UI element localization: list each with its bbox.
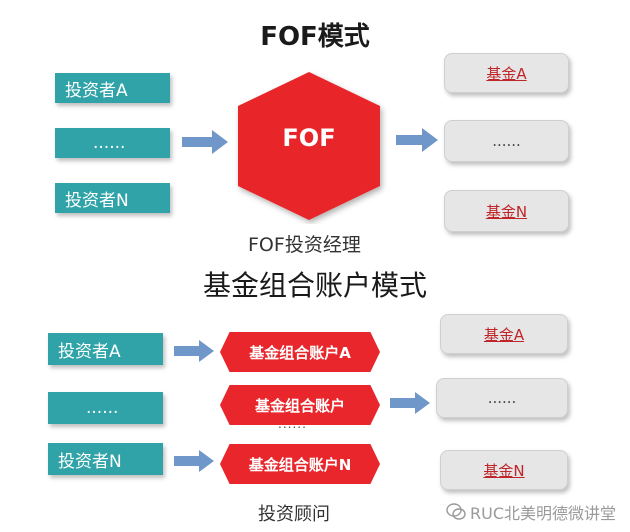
arrow-right-icon: [174, 340, 214, 362]
account-investor-dots: ......: [48, 392, 163, 424]
account-middle-dots: ......: [278, 417, 307, 431]
account-investor-n: 投资者N: [48, 443, 163, 475]
fof-investor-n: 投资者N: [55, 183, 170, 213]
arrow-right-icon: [390, 392, 430, 414]
fof-fund-n: 基金N: [444, 190, 569, 232]
account-title: 基金组合账户模式: [202, 269, 427, 302]
fof-center-label: FOF: [282, 124, 336, 152]
account-fund-dots: ......: [436, 378, 568, 418]
wechat-icon: [446, 503, 466, 520]
account-a: 基金组合账户A: [220, 332, 380, 372]
arrow-right-icon: [396, 128, 438, 152]
arrow-right-icon: [182, 130, 228, 154]
account-investor-a: 投资者A: [48, 333, 163, 365]
fof-fund-a: 基金A: [444, 53, 569, 93]
account-fund-n: 基金N: [440, 450, 568, 490]
account-n: 基金组合账户N: [220, 444, 380, 484]
fof-title: FOF模式: [260, 22, 370, 52]
fof-fund-dots: ......: [444, 120, 569, 162]
account-caption: 投资顾问: [258, 504, 330, 525]
fof-hexagon: [238, 72, 380, 220]
watermark: RUC北美明德微讲堂: [446, 500, 616, 524]
account-fund-a: 基金A: [440, 314, 568, 354]
account-middle: 基金组合账户: [220, 385, 380, 425]
fof-caption: FOF投资经理: [248, 234, 361, 256]
arrow-right-icon: [174, 450, 214, 472]
fof-investor-dots: ......: [55, 128, 170, 158]
fof-investor-a: 投资者A: [55, 73, 170, 103]
watermark-text: RUC北美明德微讲堂: [469, 504, 616, 523]
